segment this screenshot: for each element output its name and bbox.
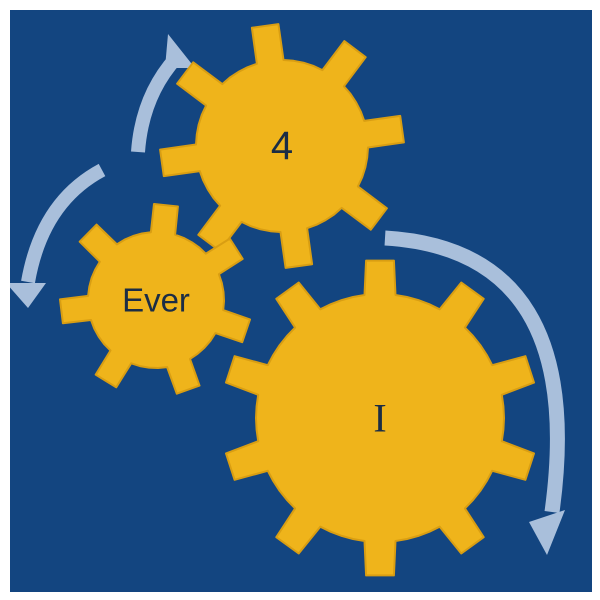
arrows-group	[10, 34, 565, 555]
arrow-head-icon	[10, 283, 46, 308]
diagram-canvas: 4 Ever I	[10, 10, 592, 592]
gear-left-label: Ever	[122, 282, 190, 319]
arrow-head-icon	[529, 510, 565, 555]
gears-group: 4 Ever I	[59, 23, 535, 577]
gear-bottom-label: I	[373, 396, 386, 441]
gear-left: Ever	[59, 203, 251, 395]
curved-arrow-icon	[384, 230, 565, 514]
gear-top: 4	[159, 23, 405, 269]
gear-left-shape	[59, 203, 251, 395]
gear-bottom-shape	[225, 259, 535, 577]
gear-top-shape	[159, 23, 405, 269]
arrow-head-icon	[165, 34, 195, 68]
gear-top-label: 4	[271, 124, 293, 168]
gears-diagram: 4 Ever I	[10, 10, 592, 592]
gear-bottom: I	[225, 259, 535, 577]
curved-arrow-icon	[21, 163, 106, 284]
